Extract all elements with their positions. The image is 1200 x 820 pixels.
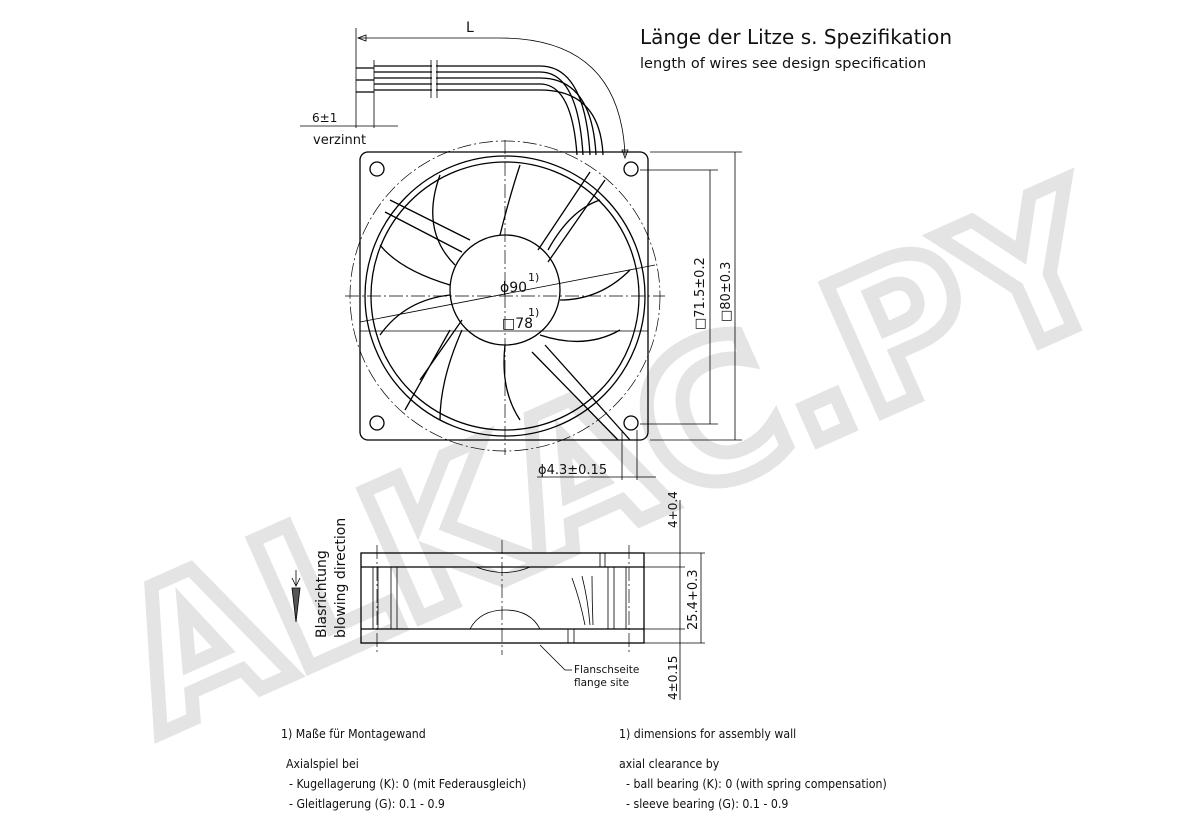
ball-bearing-en: - ball bearing (K): 0 (with spring compe… [626, 776, 887, 791]
sleeve-bearing-en: - sleeve bearing (G): 0.1 - 0.9 [626, 796, 789, 811]
square-78-label: □78 [502, 316, 533, 332]
top-flange-dim: 4+0.4 [666, 491, 680, 528]
footnote-ref: 1) [528, 271, 539, 284]
wire-length-label: L [466, 20, 474, 36]
fan-side-view: 4+0.4 25.4+0.3 4±0.15 Flanschseite flang… [291, 491, 705, 700]
footnote-ref: 1) [528, 306, 539, 319]
wire-length-title-en: length of wires see design specification [640, 56, 926, 72]
axial-clearance-de: Axialspiel bei [286, 756, 359, 771]
axial-clearance-en: axial clearance by [619, 756, 720, 771]
footnote-en: 1) dimensions for assembly wall [619, 726, 797, 741]
blowing-direction-de: Blasrichtung [314, 550, 330, 638]
ball-bearing-de: - Kugellagerung (K): 0 (mit Federausglei… [289, 776, 527, 791]
blowing-direction-en: blowing direction [333, 518, 349, 638]
footnote-de: 1) Maße für Montagewand [281, 726, 426, 741]
blowing-direction-arrow-icon [291, 570, 301, 623]
hole-pitch-dim: □71.5±0.2 [693, 257, 708, 330]
flange-side-de: Flanschseite [574, 664, 639, 676]
sleeve-bearing-de: - Gleitlagerung (G): 0.1 - 0.9 [289, 796, 445, 811]
height-dim: 25.4+0.3 [686, 569, 701, 630]
flange-side-en: flange site [574, 677, 629, 689]
wire-bundle: L 6±1 verzinnt [300, 20, 629, 160]
strip-length-dim: 6±1 [312, 111, 337, 125]
wire-length-title-de: Länge der Litze s. Spezifikation [640, 25, 952, 49]
hole-diameter-dim: ϕ4.3±0.15 [538, 463, 607, 478]
strip-label: verzinnt [313, 133, 366, 148]
diameter-90-label: ϕ90 [500, 280, 527, 296]
outer-size-dim: □80±0.3 [719, 262, 734, 322]
bottom-flange-dim: 4±0.15 [666, 656, 680, 700]
fan-front-view: ϕ90 1) □78 1) □71.5±0.2 □80±0.3 ϕ4.3±0.1… [345, 140, 742, 480]
